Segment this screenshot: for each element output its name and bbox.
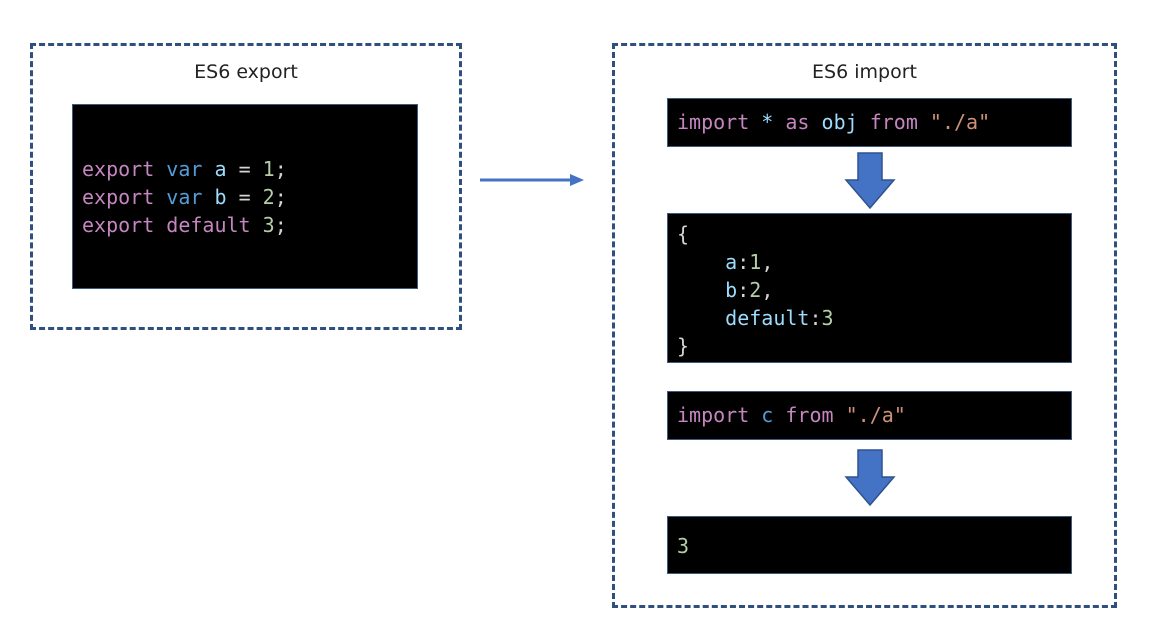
default-result-block: 3 [667,516,1072,574]
export-panel-title: ES6 export [194,61,298,83]
object-close-brace: } [677,334,690,358]
object-prop-default: default:3 [725,306,834,330]
export-line-a: export var a = 1; [82,157,287,181]
down-arrow-icon [844,449,896,507]
object-open-brace: { [677,222,690,246]
import-all-block: import * as obj from "./a" [667,98,1072,147]
export-line-b: export var b = 2; [82,185,287,209]
import-default-block: import c from "./a" [667,391,1072,440]
export-line-default: export default 3; [82,213,287,237]
right-arrow-icon [480,174,584,186]
object-result-block: { a:1, b:2, default:3} [667,213,1072,363]
default-result-value: 3 [677,534,690,558]
export-panel: ES6 export [30,43,462,330]
import-panel: ES6 import [612,43,1117,608]
import-panel-title: ES6 import [812,61,917,83]
object-prop-a: a:1, [725,250,774,274]
object-prop-b: b:2, [725,278,774,302]
down-arrow-icon [844,152,896,210]
export-code-block: export var a = 1; export var b = 2; export… [72,104,418,289]
